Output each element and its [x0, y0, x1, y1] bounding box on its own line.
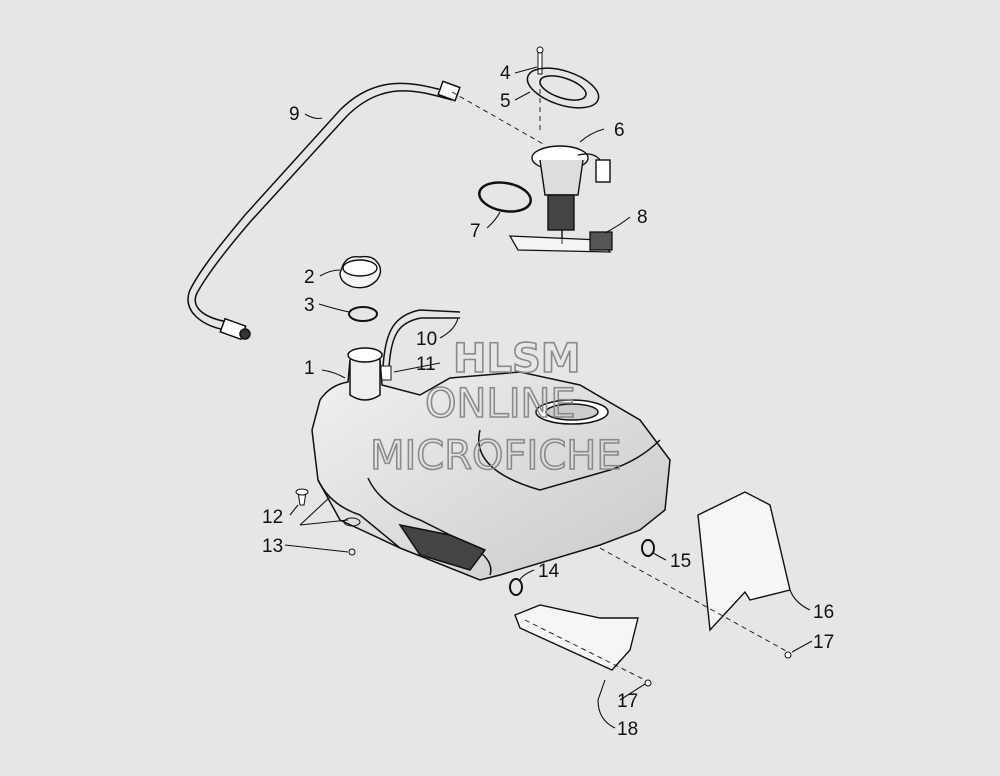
screw-4 [536, 46, 544, 75]
callout-6: 6 [614, 120, 625, 141]
callout-14: 14 [538, 561, 560, 582]
callout-16: 16 [813, 602, 834, 623]
mount-15 [641, 539, 655, 557]
dashed-centerlines [451, 80, 789, 681]
washer-13 [343, 517, 361, 556]
callout-4: 4 [500, 63, 511, 84]
callout-17a: 17 [813, 632, 834, 653]
callout-7: 7 [470, 221, 481, 242]
heat-shield-18 [514, 604, 639, 671]
callout-13: 13 [262, 536, 283, 557]
callout-18: 18 [617, 719, 638, 740]
mount-14 [509, 578, 523, 596]
callout-labels: 1 2 3 4 5 6 7 8 9 10 11 12 13 14 15 16 1… [262, 63, 834, 740]
leader-lines [284, 66, 813, 729]
callout-12: 12 [262, 507, 283, 528]
callout-3: 3 [304, 295, 315, 316]
callout-5: 5 [500, 91, 511, 112]
fitting-11 [380, 365, 392, 381]
watermark-line3: MICROFICHE [370, 433, 622, 479]
callout-15: 15 [670, 551, 691, 572]
callout-9: 9 [289, 104, 300, 125]
callout-1: 1 [304, 358, 315, 379]
watermark-line2: ONLINE [425, 381, 576, 427]
grommet-12 [295, 488, 309, 506]
fuel-tank [311, 347, 671, 581]
callout-2: 2 [304, 267, 315, 288]
callout-10: 10 [416, 329, 437, 350]
fuel-cap-2 [339, 255, 382, 289]
screw-17-b [644, 679, 652, 687]
watermark-line1: HLSM [453, 336, 581, 382]
cap-seal-3 [348, 306, 378, 322]
screw-17-a [784, 651, 792, 659]
callout-8: 8 [637, 207, 648, 228]
callout-17b: 17 [617, 691, 638, 712]
callout-11: 11 [416, 354, 436, 375]
fuel-filter-8 [508, 231, 613, 253]
gasket-ring-5 [526, 67, 600, 109]
fuel-pump-module [531, 145, 611, 245]
heat-shield-16 [697, 491, 791, 632]
vent-hose [187, 80, 461, 341]
watermark: HLSM ONLINE MICROFICHE [369, 335, 622, 480]
o-ring-7 [478, 181, 532, 213]
fuel-line-10 [382, 309, 461, 369]
